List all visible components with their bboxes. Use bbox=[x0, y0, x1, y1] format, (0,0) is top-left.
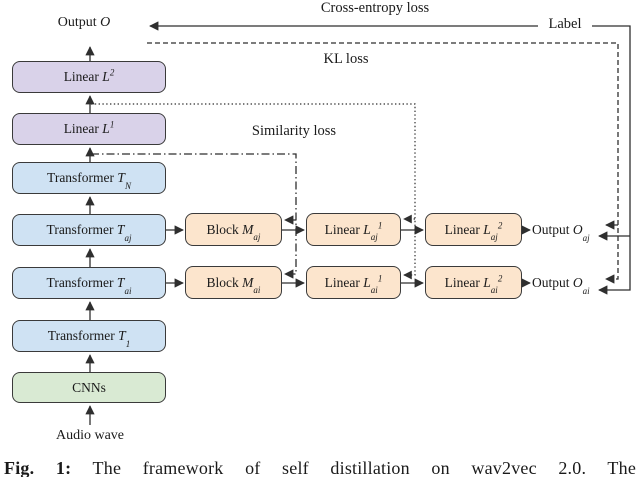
linear-lai1-box: Linear Lai1 bbox=[306, 266, 401, 299]
kl-loss-path bbox=[147, 42, 619, 284]
transformer-tn-box: Transformer TN bbox=[12, 162, 166, 194]
linear-l1-box: Linear L1 bbox=[12, 113, 166, 145]
block-mai-box: Block Mai bbox=[185, 266, 282, 299]
label-to-output-ai-path bbox=[592, 25, 631, 295]
linear-laj1-box: Linear Laj1 bbox=[306, 213, 401, 246]
linear-laj2-box: Linear Laj2 bbox=[425, 213, 522, 246]
linear-l2-box: Linear L2 bbox=[12, 61, 166, 93]
figure-caption: Fig. 1: The framework of self distillati… bbox=[4, 458, 636, 477]
audio-wave-label: Audio wave bbox=[55, 428, 125, 443]
output-main-label: Output O bbox=[57, 15, 111, 30]
kl-loss-label: KL loss bbox=[323, 51, 369, 67]
label-text: Label bbox=[548, 16, 582, 32]
transformer-t1-box: Transformer T1 bbox=[12, 320, 166, 352]
transformer-tai-box: Transformer Tai bbox=[12, 267, 166, 299]
similarity-loss-label: Similarity loss bbox=[251, 123, 337, 139]
cross-entropy-loss-label: Cross-entropy loss bbox=[320, 0, 430, 16]
output-ai-label: Output Oai bbox=[532, 275, 590, 296]
block-maj-box: Block Maj bbox=[185, 213, 282, 246]
figure-caption-tag: Fig. 1: bbox=[4, 458, 72, 477]
output-aj-label: Output Oaj bbox=[532, 222, 590, 243]
dashdot-path-to-blocks bbox=[91, 153, 297, 279]
cnns-box: CNNs bbox=[12, 372, 166, 403]
figure-caption-text: The framework of self distillation on wa… bbox=[92, 458, 637, 477]
linear-lai2-box: Linear Lai2 bbox=[425, 266, 522, 299]
transformer-taj-box: Transformer Taj bbox=[12, 214, 166, 246]
